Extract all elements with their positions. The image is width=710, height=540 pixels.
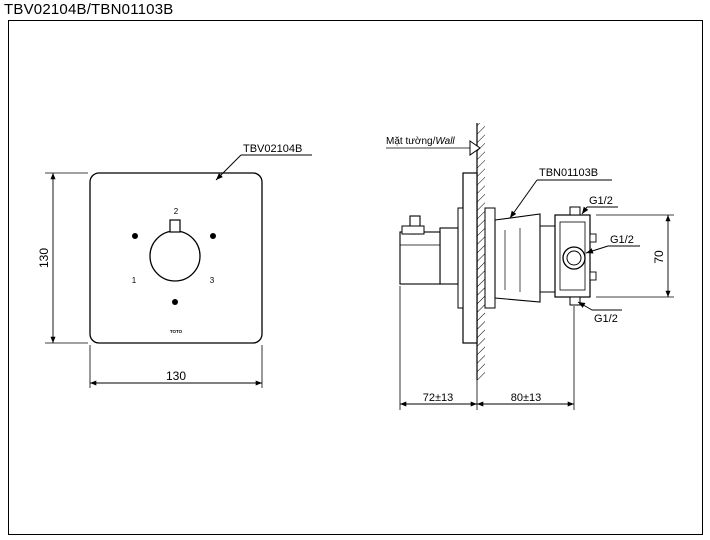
position-label-1: 1 — [132, 276, 137, 285]
callout-leader — [215, 154, 242, 181]
handle-body-side — [439, 227, 459, 285]
lever-tip-side — [401, 225, 425, 235]
port-label-top: G1/2 — [589, 195, 613, 207]
top-fitting — [569, 206, 581, 216]
valve-callout-leader — [509, 179, 538, 219]
dim-front-depth: 72±13 — [423, 392, 454, 404]
side-screw-2 — [589, 271, 597, 281]
flange-side — [457, 207, 464, 309]
port-bottom-leader — [577, 301, 593, 311]
cover-plate — [89, 172, 263, 344]
position-dot-left — [132, 233, 138, 239]
position-dot-bottom — [172, 299, 178, 305]
outlet-port-inner — [566, 250, 582, 266]
bottom-fitting — [569, 296, 581, 306]
port-top-leader — [581, 206, 589, 215]
port-label-mid: G1/2 — [610, 234, 634, 246]
front-view: 1 2 3 TOTO TBV02104B 130 130 — [37, 143, 312, 388]
callout-valve: TBN01103B — [539, 167, 598, 179]
valve-sleeve — [484, 207, 496, 309]
outlet-port-circle — [562, 246, 586, 270]
position-dot-right — [210, 233, 216, 239]
wall-hatching — [477, 123, 485, 380]
handle-lever — [169, 219, 181, 233]
callout-cover: TBV02104B — [243, 143, 302, 155]
dim-height-side: 70 — [652, 250, 666, 264]
dim-height-front: 130 — [37, 248, 51, 268]
position-label-2: 2 — [174, 207, 179, 216]
valve-cartridge — [494, 213, 541, 303]
wall-label: Mặt tường/Wall — [386, 136, 455, 147]
drawing-title: TBV02104B/TBN01103B — [4, 1, 174, 18]
dim-width-front: 130 — [166, 369, 186, 383]
handle-knob-side — [399, 231, 441, 285]
drawing-frame — [8, 20, 703, 535]
wall-marker-icon — [469, 140, 481, 156]
handle-knob — [149, 230, 201, 282]
port-label-bottom: G1/2 — [594, 313, 618, 325]
cover-plate-side — [462, 172, 478, 344]
position-label-3: 3 — [210, 276, 215, 285]
side-view: Mặt tường/Wall TBN01103B — [386, 123, 674, 410]
side-screw-1 — [589, 233, 597, 243]
brand-logo: TOTO — [170, 329, 183, 334]
port-mid-leader — [585, 245, 609, 254]
dim-back-depth: 80±13 — [511, 392, 542, 404]
